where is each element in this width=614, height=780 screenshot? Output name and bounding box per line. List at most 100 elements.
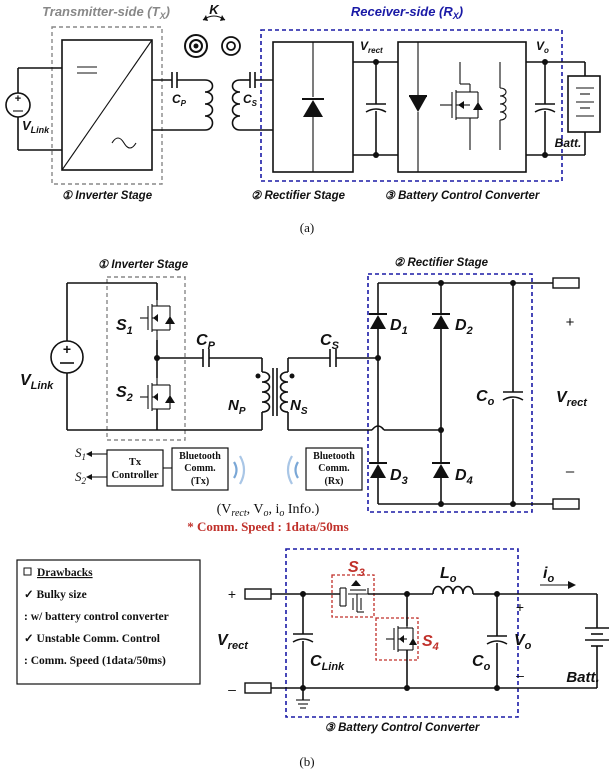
drawback-item3: ✓ Unstable Comm. Control xyxy=(24,633,160,645)
d2-diode-icon xyxy=(433,315,449,329)
receiver-region xyxy=(260,29,563,182)
vrect-terminal-minus xyxy=(552,498,580,510)
info-text: (Vrect, Vo, io Info.) xyxy=(217,502,320,519)
caption-a: (a) xyxy=(300,220,314,235)
clink-label: CLink xyxy=(310,653,345,673)
stage2-label-a: ② Rectifier Stage xyxy=(251,190,346,202)
d2-label: D2 xyxy=(455,317,473,337)
sig-s1-label: S1 xyxy=(75,445,86,462)
cs-label-b: CS xyxy=(320,332,340,352)
tx-controller-box xyxy=(106,449,164,487)
d3-label: D3 xyxy=(390,467,408,487)
tx-controller-line1: Tx xyxy=(129,457,142,468)
vrect-label-b: Vrect xyxy=(556,389,588,409)
input-terminal-minus xyxy=(244,682,272,694)
vo-minus-sign: – xyxy=(516,667,524,683)
inverter-block xyxy=(61,39,153,171)
wireless-signal-rx-icon xyxy=(286,455,299,485)
k-label: K xyxy=(209,2,220,17)
d3-diode-icon xyxy=(370,464,386,478)
vrect-label-a: Vrect xyxy=(360,39,383,55)
cp-label-b: CP xyxy=(196,332,216,352)
rectifier-stage-label: ② Rectifier Stage xyxy=(394,257,489,269)
vrect-minus-sign: – xyxy=(566,463,575,480)
receiver-label: Receiver-side (RX) xyxy=(351,4,463,21)
s3-highlight xyxy=(331,574,375,618)
converter-mosfet-icon xyxy=(440,62,483,150)
s2-mosfet-icon xyxy=(140,378,175,430)
np-label: NP xyxy=(228,397,246,417)
tx-controller-line2: Controller xyxy=(111,470,158,481)
transmitter-region xyxy=(51,26,163,185)
secondary-coil xyxy=(231,79,241,131)
bt-rx-line2: Comm. xyxy=(318,463,350,474)
bt-tx-line2: Comm. xyxy=(184,463,216,474)
vlink-label: VLink xyxy=(22,118,50,135)
vo-label-c: Vo xyxy=(514,632,532,652)
bt-rx-line1: Bluetooth xyxy=(313,451,355,462)
d1-label: D1 xyxy=(390,317,408,337)
rectifier-region xyxy=(367,273,533,513)
primary-coil xyxy=(204,79,214,131)
input-terminal-plus xyxy=(244,588,272,600)
d4-label: D4 xyxy=(455,467,473,487)
drawbacks-box: Drawbacks ✓ Bulky size : w/ battery cont… xyxy=(16,559,201,685)
secondary-winding-ns xyxy=(279,371,289,413)
s2-label: S2 xyxy=(116,384,133,404)
s1-mosfet-icon xyxy=(140,283,175,340)
converter-block xyxy=(397,41,527,173)
batt-label-a: Batt. xyxy=(555,136,582,150)
converter-inductor-icon xyxy=(499,87,507,121)
bt-rx-line3: (Rx) xyxy=(325,476,344,487)
bt-tx-line1: Bluetooth xyxy=(179,451,221,462)
vrect-plus-sign: + xyxy=(566,314,575,331)
sig-s2-label: S2 xyxy=(75,469,87,486)
cs-label: CS xyxy=(243,92,258,108)
s3-mosfet-icon xyxy=(339,580,407,613)
caption-b: (b) xyxy=(299,754,314,769)
bluetooth-tx-box xyxy=(171,447,229,491)
ns-label: NS xyxy=(290,397,308,417)
dc-source-vlink xyxy=(5,92,31,118)
dc-source-vlink-b xyxy=(50,340,84,374)
inverter-stage-label: ① Inverter Stage xyxy=(98,259,189,271)
vrect-label-c: Vrect xyxy=(217,632,249,652)
stage1-label-a: ① Inverter Stage xyxy=(62,190,153,202)
s4-label: S4 xyxy=(422,633,439,653)
s4-mosfet-icon xyxy=(386,626,417,652)
s1-label: S1 xyxy=(116,317,133,337)
comm-speed-text: * Comm. Speed : 1data/50ms xyxy=(187,519,348,534)
cp-label: CP xyxy=(172,92,187,108)
vo-label-a: Vo xyxy=(536,39,549,55)
s4-highlight xyxy=(375,617,419,661)
wireless-signal-tx-icon xyxy=(233,455,246,485)
part-b-bottom: + – Vrect CLink xyxy=(217,548,609,769)
batt-label-c: Batt. xyxy=(566,669,599,686)
vlink-label-b: VLink xyxy=(20,372,54,392)
vrect-terminal-plus xyxy=(552,277,580,289)
inverter-region xyxy=(106,276,186,441)
vrect-in-minus: – xyxy=(228,681,236,697)
lo-label: Lo xyxy=(440,565,457,585)
drawback-item1: ✓ Bulky size xyxy=(24,589,87,601)
io-label: io xyxy=(543,565,554,585)
d4-diode-icon xyxy=(433,464,449,478)
bluetooth-rx-box xyxy=(305,447,363,491)
battery-icon-c xyxy=(585,627,609,647)
transmitter-label: Transmitter-side (TX) xyxy=(42,4,170,21)
svg-text:+: + xyxy=(15,93,21,105)
svg-text:+: + xyxy=(63,341,71,357)
drawback-item2: : w/ battery control converter xyxy=(24,611,169,623)
primary-winding-np xyxy=(261,371,271,413)
vo-plus-sign: + xyxy=(516,599,524,615)
converter-region xyxy=(285,548,519,718)
part-b-top: ① Inverter Stage ② Rectifier Stage + VLi… xyxy=(20,257,588,534)
co-label-b: Co xyxy=(476,388,495,408)
vrect-in-plus: + xyxy=(228,586,236,602)
bt-tx-line3: (Tx) xyxy=(191,476,209,487)
drawback-item4: : Comm. Speed (1data/50ms) xyxy=(24,655,166,667)
part-a: Transmitter-side (TX) Receiver-side (RX)… xyxy=(5,2,601,235)
rectifier-diode-icon xyxy=(303,100,323,117)
co-label-c: Co xyxy=(472,653,491,673)
